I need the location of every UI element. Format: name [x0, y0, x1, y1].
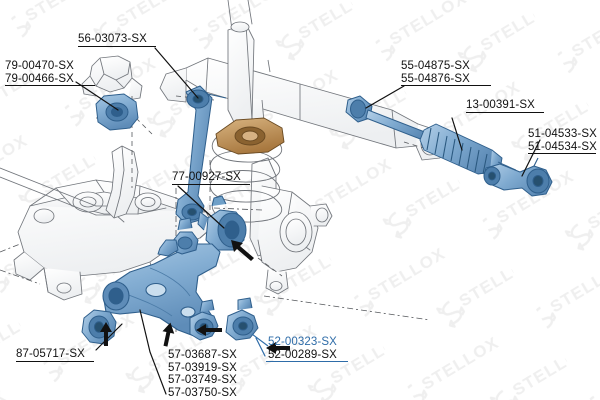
callout-56-03073[interactable]: 56-03073-SX	[78, 33, 147, 46]
part-control-arm	[102, 243, 221, 337]
callout-line: 51-04534-SX	[528, 140, 597, 153]
leader-lines	[75, 47, 541, 395]
callout-77-00927[interactable]: 77-00927-SX	[172, 171, 241, 184]
stabilizer-bracket-outline	[81, 55, 143, 101]
callout-52-00323[interactable]: 52-00323-SX 52-00289-SX	[268, 336, 337, 361]
callout-51-04533[interactable]: 51-04533-SX 51-04534-SX	[528, 128, 597, 153]
callout-line: 56-03073-SX	[78, 33, 147, 45]
callout-55-04875[interactable]: 55-04875-SX 55-04876-SX	[401, 60, 470, 85]
stabilizer-arm-outline	[105, 145, 139, 219]
callout-13-00391[interactable]: 13-00391-SX	[466, 99, 535, 112]
part-control-arm-stud	[157, 217, 199, 257]
part-stabilizer-link	[175, 85, 227, 225]
callout-underline-highlighted	[266, 361, 348, 362]
callout-line: 87-05717-SX	[16, 348, 85, 360]
callout-line: 77-00927-SX	[172, 171, 241, 183]
strut-mount-plate	[215, 117, 285, 155]
callout-line: 13-00391-SX	[466, 99, 535, 111]
callout-line-highlighted: 52-00323-SX	[268, 336, 337, 348]
callout-underline	[528, 153, 596, 154]
callout-line: 52-00289-SX	[268, 348, 337, 361]
leader-line-highlight	[255, 337, 266, 357]
callout-underline	[401, 85, 491, 86]
callout-line: 51-04533-SX	[528, 128, 597, 140]
part-ball-joint-replacement	[225, 297, 269, 347]
part-outer-tie-rod-end	[483, 157, 553, 197]
callout-79-00470[interactable]: 79-00470-SX 79-00466-SX	[5, 60, 74, 85]
strut-and-knuckle-outline	[227, 0, 333, 295]
callout-line: 57-03919-SX	[168, 361, 237, 374]
callout-line: 55-04876-SX	[401, 72, 470, 85]
callout-underline	[78, 46, 156, 47]
callout-underline	[5, 85, 95, 86]
callout-line: 79-00470-SX	[5, 60, 74, 72]
part-steering-boot	[419, 123, 517, 175]
callout-line: 57-03749-SX	[168, 374, 237, 387]
callout-underline	[16, 361, 94, 362]
replacement-arrows	[100, 240, 290, 354]
callout-57-03687[interactable]: 57-03687-SX 57-03919-SX 57-03749-SX 57-0…	[168, 349, 237, 399]
callout-line: 57-03687-SX	[168, 349, 237, 361]
callout-line: 79-00466-SX	[5, 72, 74, 85]
callout-line: 55-04875-SX	[401, 60, 470, 72]
callout-87-05717[interactable]: 87-05717-SX	[16, 348, 85, 361]
callout-line: 57-03750-SX	[168, 386, 237, 399]
callout-underline	[466, 112, 544, 113]
callout-underline	[172, 184, 250, 185]
